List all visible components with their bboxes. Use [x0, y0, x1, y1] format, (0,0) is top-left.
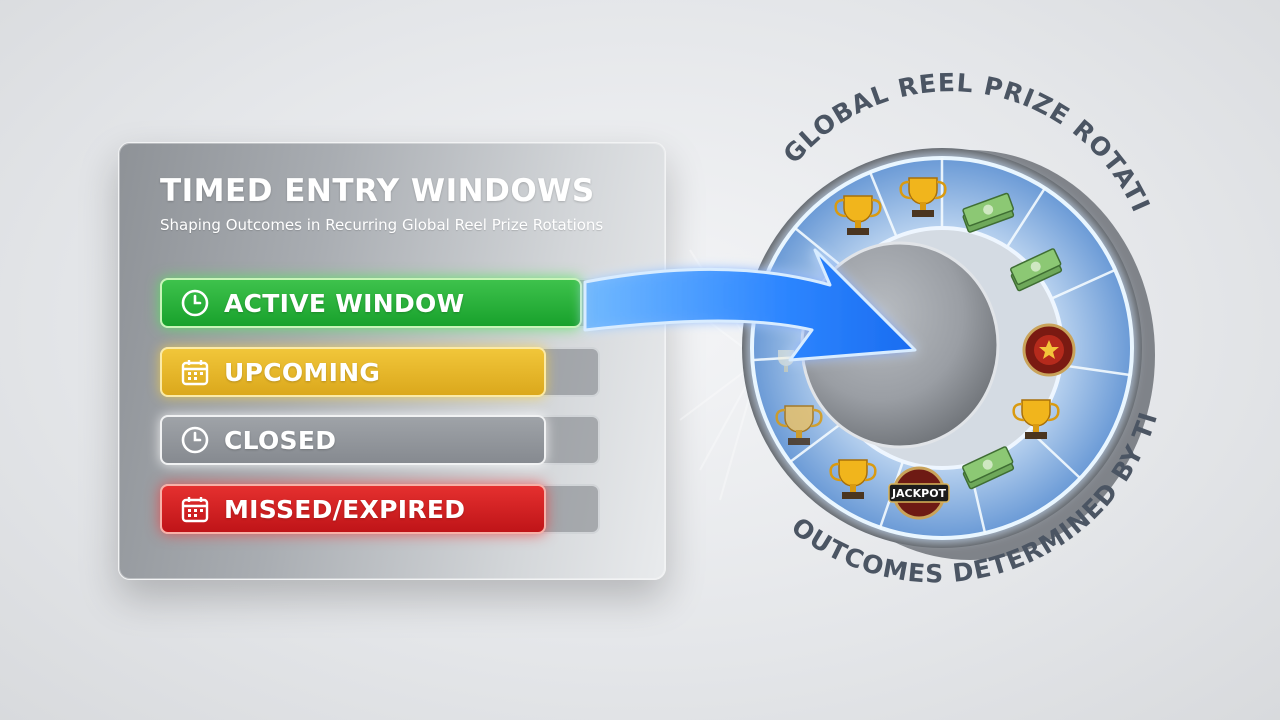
roulette-wheel-icon	[1022, 323, 1076, 377]
trophy-icon	[834, 195, 882, 235]
trophy-icon	[775, 405, 823, 445]
status-label: ACTIVE WINDOW	[224, 288, 465, 318]
calendar-icon	[178, 492, 212, 526]
trophy-icon	[1012, 399, 1060, 439]
status-closed[interactable]: CLOSED	[160, 415, 546, 465]
panel-subtitle: Shaping Outcomes in Recurring Global Ree…	[160, 216, 604, 234]
status-upcoming[interactable]: UPCOMING	[160, 347, 546, 397]
trophy-icon	[899, 177, 947, 217]
jackpot-label: JACKPOT	[891, 487, 947, 500]
cash-stack-icon	[962, 192, 1015, 233]
status-active-window[interactable]: ACTIVE WINDOW	[160, 278, 582, 328]
status-label: UPCOMING	[224, 357, 381, 387]
clock-icon	[178, 286, 212, 320]
status-label: MISSED/EXPIRED	[224, 494, 466, 524]
status-label: CLOSED	[224, 425, 337, 455]
jackpot-wheel-icon: JACKPOT	[888, 466, 950, 520]
trophy-icon	[778, 350, 794, 372]
clock-icon	[178, 423, 212, 457]
status-missed-expired[interactable]: MISSED/EXPIRED	[160, 484, 546, 534]
trophy-icon	[829, 459, 877, 499]
calendar-icon	[178, 355, 212, 389]
cash-stack-icon	[1010, 248, 1063, 292]
panel-title: TIMED ENTRY WINDOWS	[160, 173, 595, 209]
cash-stack-icon	[962, 446, 1015, 490]
arrow-to-wheel	[583, 248, 917, 362]
